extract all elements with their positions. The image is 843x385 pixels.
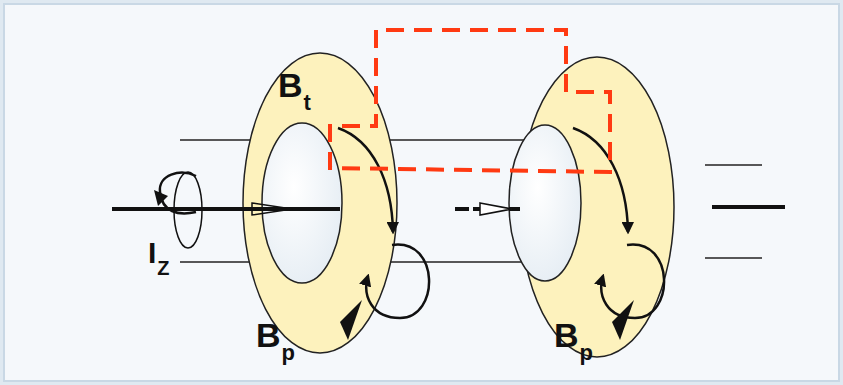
subscript: Z	[157, 258, 169, 278]
subscript: t	[304, 92, 311, 114]
axis-arrow	[252, 203, 292, 215]
panel	[4, 4, 839, 381]
dashed-loop	[330, 30, 610, 172]
toroidal-field-arrow	[573, 128, 628, 232]
toroidal-field-arrow	[338, 128, 393, 232]
current-arrowhead	[154, 190, 168, 206]
torus-hole	[509, 125, 581, 281]
subscript: p	[580, 342, 593, 364]
poloidal-arrowhead	[340, 300, 362, 340]
poloidal-field-arrow	[601, 245, 664, 318]
field-symbol: B	[554, 318, 579, 352]
torus-hole	[262, 123, 342, 283]
axis	[112, 207, 785, 209]
current-loop-arrow	[160, 173, 196, 214]
field-symbol: B	[278, 68, 303, 102]
axis-arrow	[480, 203, 512, 215]
current-loop	[174, 172, 202, 248]
field-symbol: B	[256, 318, 281, 352]
current-symbol: I	[148, 238, 156, 268]
poloidal-field-arrow	[366, 245, 429, 318]
poloidal-arrowhead	[612, 300, 634, 340]
subscript: p	[282, 342, 295, 364]
